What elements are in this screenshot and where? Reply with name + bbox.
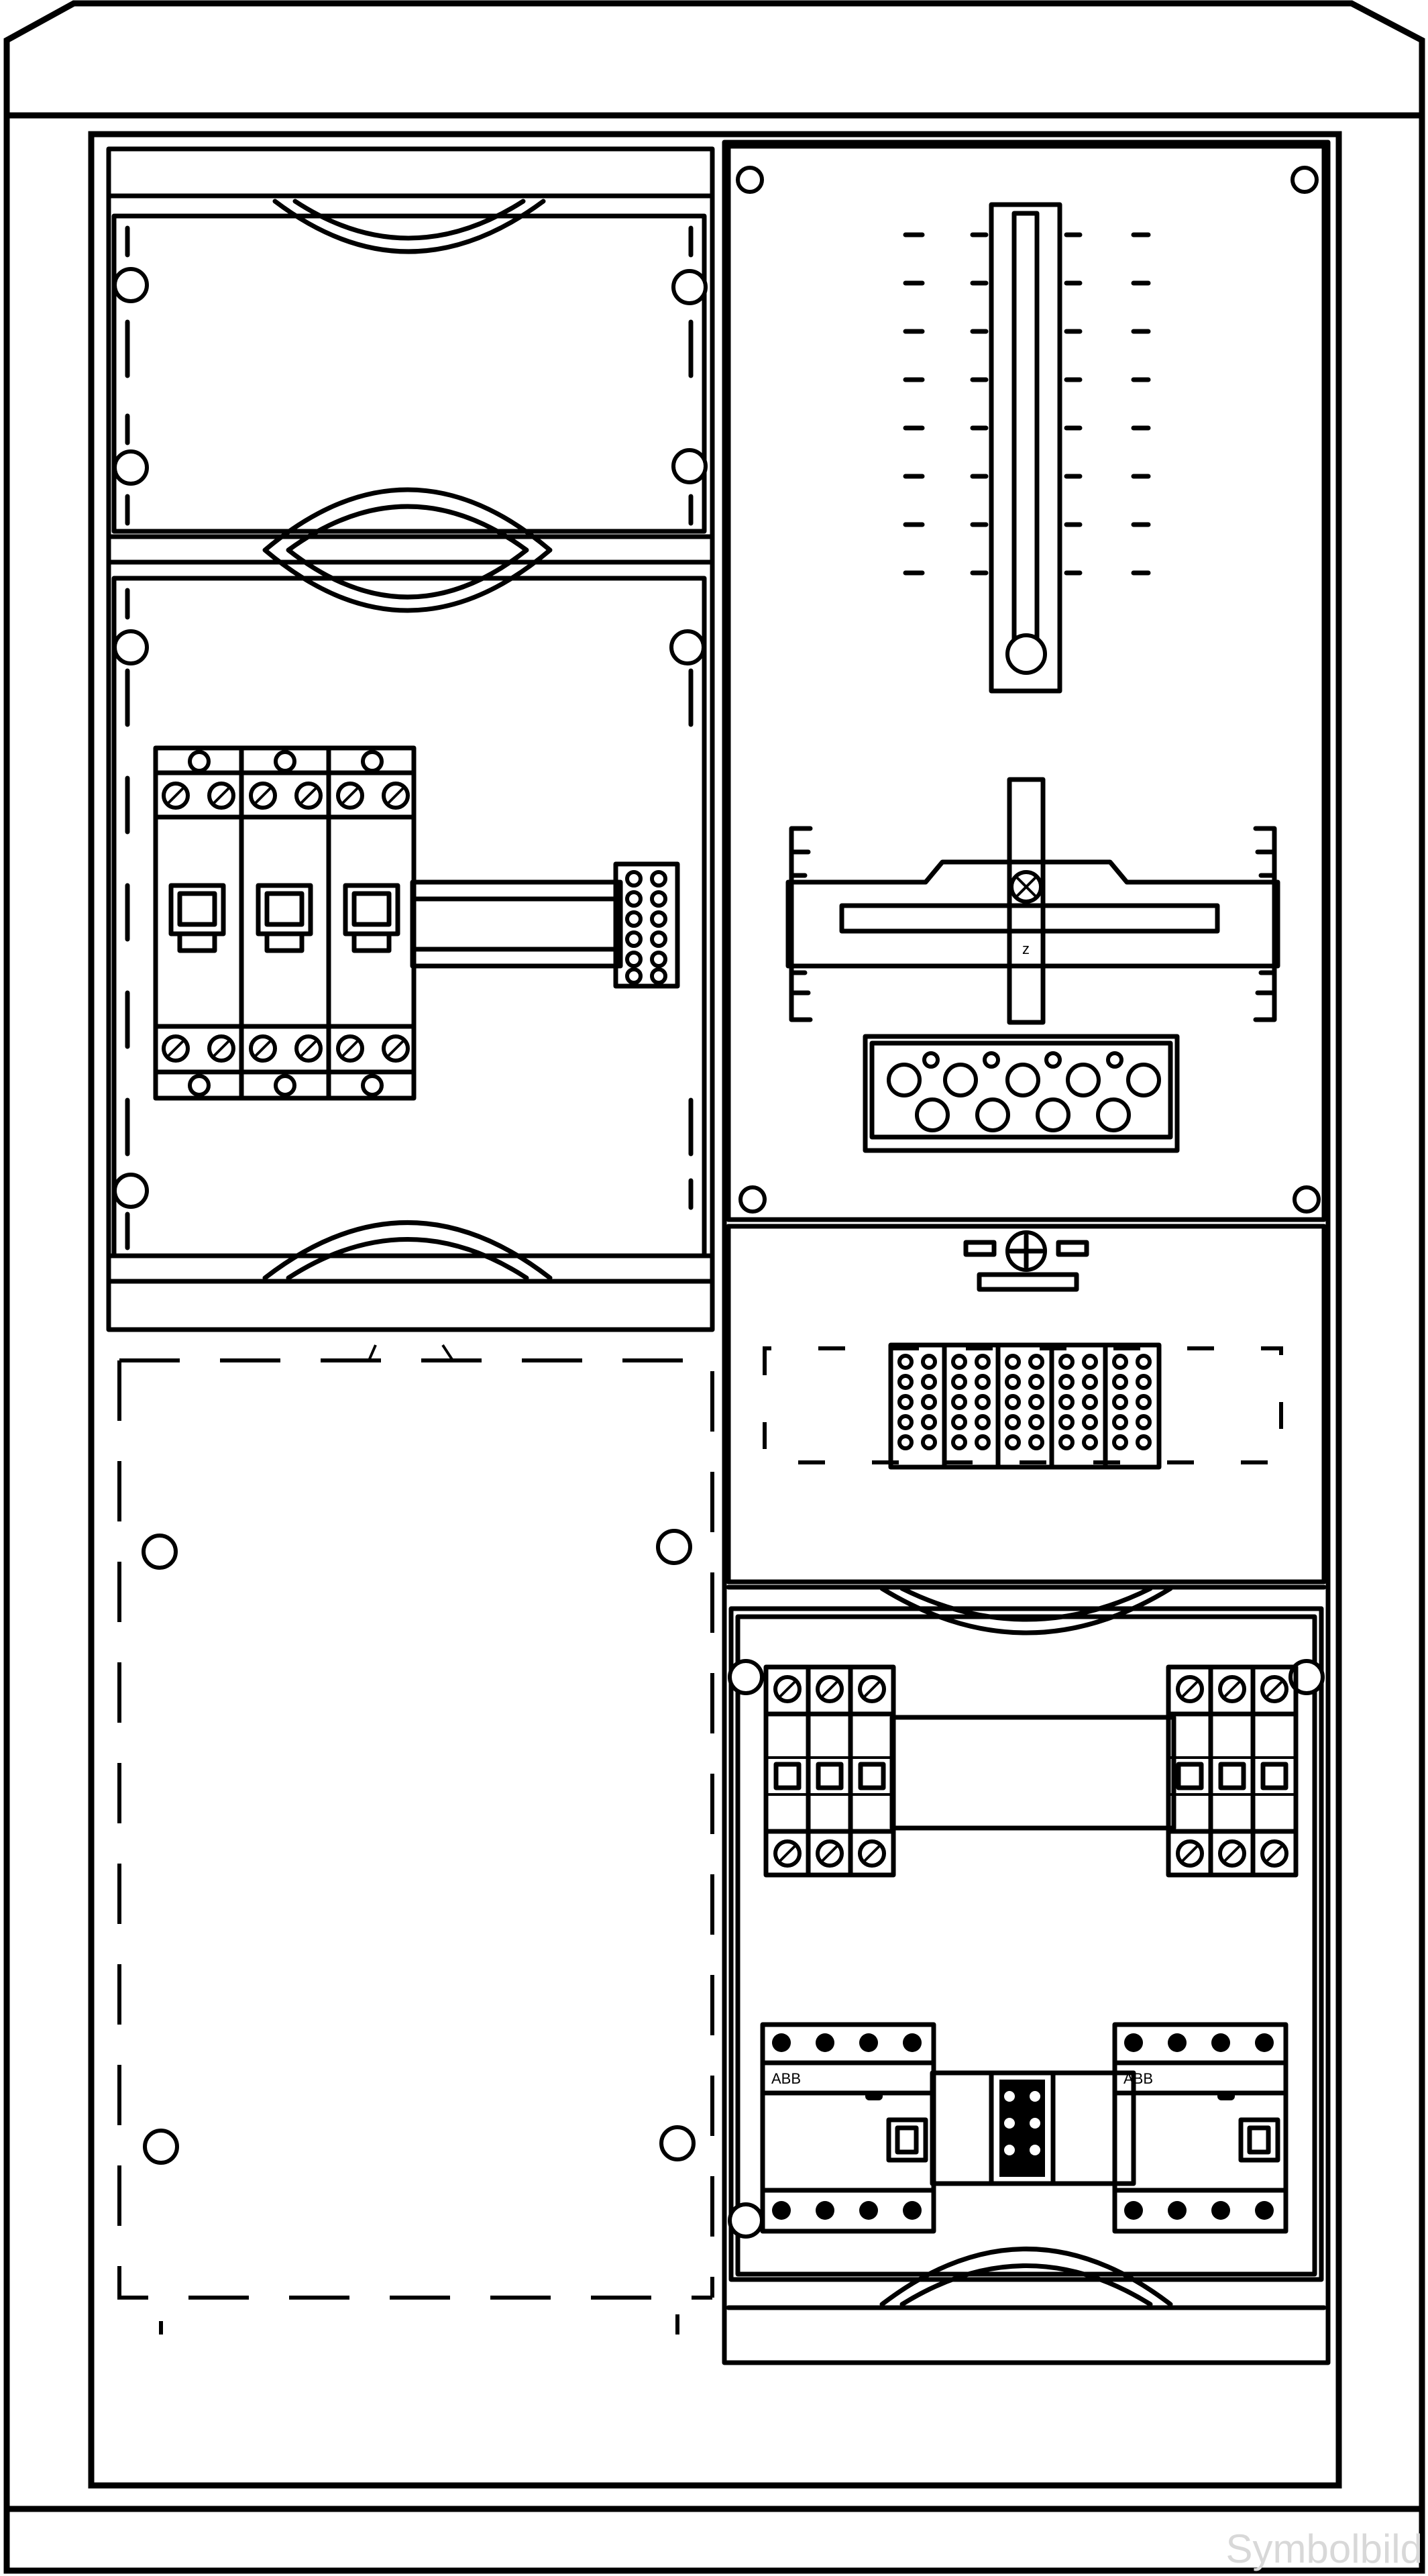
screw-hole bbox=[671, 269, 708, 305]
earth-symbol-icon bbox=[963, 1230, 1089, 1292]
screw-hole bbox=[113, 267, 149, 303]
screw-hole bbox=[671, 448, 708, 484]
fuse-switch-disconnector-3p bbox=[153, 745, 417, 1101]
meter-hanger bbox=[903, 202, 1151, 694]
din-rail-upper bbox=[889, 1715, 1176, 1831]
cabinet-body bbox=[3, 112, 1425, 2574]
busbar-compartment bbox=[726, 1224, 1327, 1585]
screw-hole bbox=[656, 1529, 692, 1565]
terminal-block-middle bbox=[989, 2070, 1056, 2186]
screw-hole bbox=[142, 1534, 178, 1570]
screw-hole bbox=[659, 2125, 696, 2161]
cabinet-enclosure bbox=[3, 0, 1425, 2574]
screw-hole bbox=[143, 2129, 179, 2165]
screw-hole bbox=[113, 449, 149, 486]
meter-bracket: z bbox=[785, 777, 1280, 1025]
slots-middle bbox=[125, 588, 694, 1250]
right-panel-frame bbox=[722, 140, 1331, 2365]
din-rail bbox=[410, 879, 623, 969]
mcb-group-left bbox=[763, 1664, 896, 1878]
meter-mark-label: z bbox=[1022, 941, 1030, 957]
screw-hole bbox=[669, 629, 706, 665]
mcb-group-right bbox=[1166, 1664, 1299, 1878]
left-panel-frame bbox=[106, 146, 715, 1332]
left-upper-compartment bbox=[106, 146, 715, 1332]
n-pe-busbar bbox=[888, 1342, 1162, 1470]
terminal-block-main bbox=[863, 1034, 1180, 1153]
rcd-right: ABB bbox=[1112, 2022, 1288, 2234]
screw-hole bbox=[1288, 1659, 1325, 1695]
left-middle-compartment bbox=[106, 576, 715, 1284]
inner-frame bbox=[88, 131, 1342, 2489]
screw-hole bbox=[728, 2202, 764, 2239]
meter-mounting-board: z bbox=[722, 140, 1331, 2365]
left-lower-reserve-area bbox=[117, 1344, 714, 2334]
rcd-right-brand: ABB bbox=[1123, 2070, 1153, 2087]
screw-hole bbox=[113, 629, 149, 665]
screw-hole bbox=[728, 1659, 764, 1695]
rcd-left-brand: ABB bbox=[771, 2070, 801, 2087]
screw-hole bbox=[113, 1173, 149, 1209]
handle-lens bbox=[262, 487, 553, 613]
slots-upper bbox=[125, 225, 694, 526]
terminal-block-small bbox=[613, 861, 680, 989]
watermark-label: Symbolbild bbox=[1225, 2526, 1423, 2571]
rcd-left: ABB bbox=[760, 2022, 936, 2234]
distribution-compartment: ABB ABB bbox=[726, 1585, 1327, 2310]
blank-cover-upper bbox=[111, 213, 707, 534]
cabinet-roof bbox=[3, 0, 1425, 119]
